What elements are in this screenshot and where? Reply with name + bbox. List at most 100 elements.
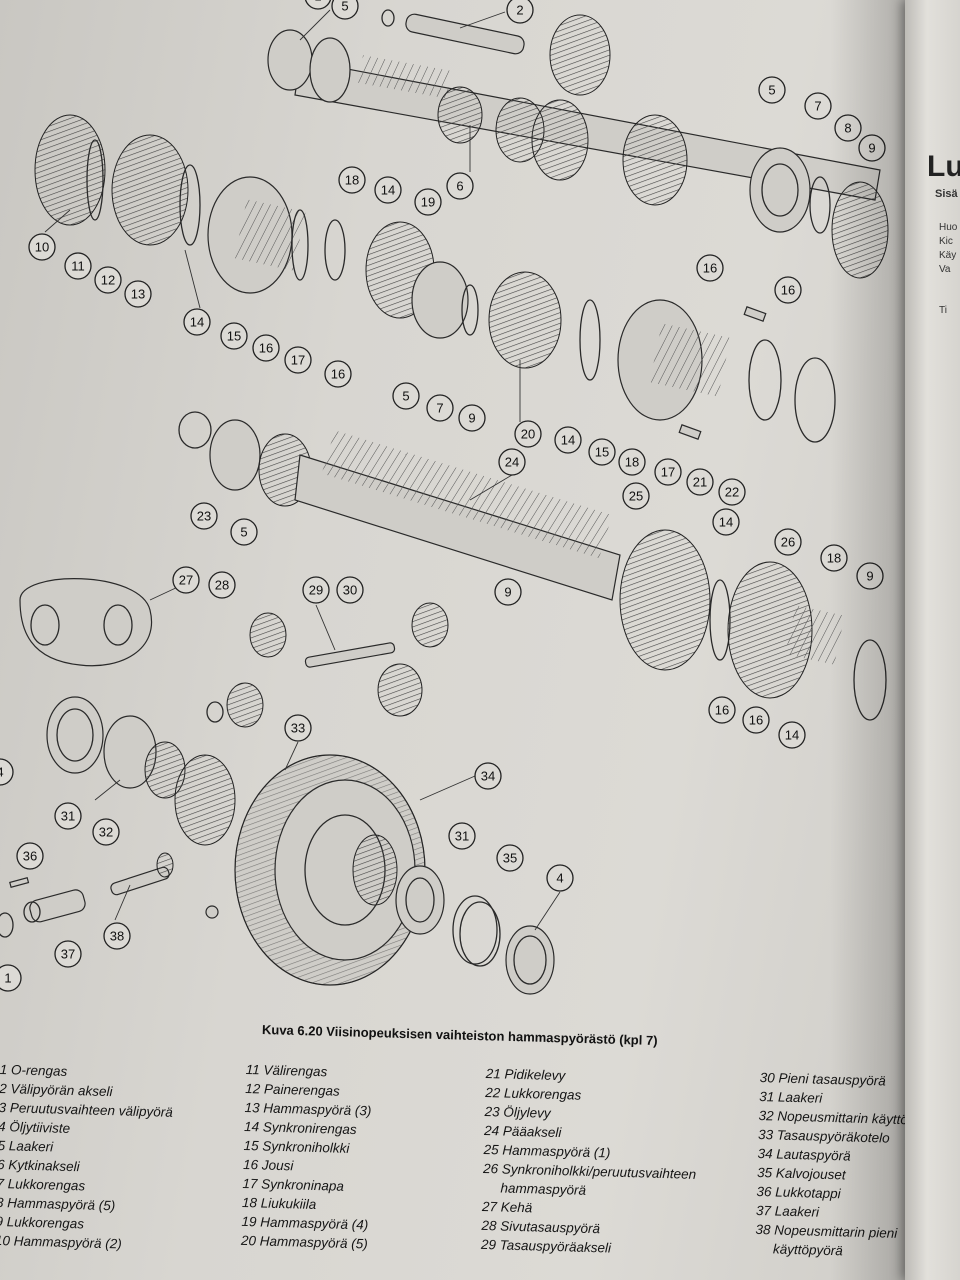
- callout-31-b: 31: [448, 822, 476, 850]
- svg-text:11: 11: [71, 259, 85, 274]
- callout-15-b: 15: [588, 438, 616, 466]
- svg-text:2: 2: [516, 3, 523, 18]
- callout-18-c: 18: [820, 544, 848, 572]
- main-shaft: [178, 411, 887, 721]
- svg-text:29: 29: [309, 583, 323, 598]
- callout-9-a: 9: [858, 134, 886, 162]
- svg-text:19: 19: [421, 195, 435, 210]
- svg-text:9: 9: [504, 585, 511, 600]
- svg-text:28: 28: [215, 578, 229, 593]
- callout-18-b: 18: [618, 448, 646, 476]
- svg-text:4: 4: [556, 871, 563, 886]
- svg-text:26: 26: [781, 535, 795, 550]
- callout-4-left: 4: [0, 758, 14, 786]
- svg-text:34: 34: [481, 769, 495, 784]
- callout-11: 11: [64, 252, 92, 280]
- next-page-edge: Lu Sisä Huo Kic Käy Va Ti: [905, 0, 960, 1280]
- callout-16-a: 16: [252, 334, 280, 362]
- svg-text:17: 17: [661, 465, 675, 480]
- svg-text:15: 15: [227, 329, 241, 344]
- callout-31-a: 31: [54, 802, 82, 830]
- svg-text:16: 16: [331, 367, 345, 382]
- differential-parts: [19, 578, 449, 728]
- legend-item: 20 Hammaspyörä (5): [240, 1232, 368, 1252]
- leader-lines: [44, 9, 561, 931]
- callout-5-c: 5: [392, 382, 420, 410]
- callout-26: 26: [774, 528, 802, 556]
- svg-text:14: 14: [719, 515, 733, 530]
- svg-text:16: 16: [781, 283, 795, 298]
- callout-17-a: 17: [284, 346, 312, 374]
- svg-text:7: 7: [436, 401, 443, 416]
- second-third-gear-stack: [34, 114, 346, 294]
- svg-text:37: 37: [61, 947, 75, 962]
- next-page-subtitle: Sisä: [935, 188, 958, 200]
- svg-text:9: 9: [868, 141, 875, 156]
- callout-14-b: 14: [374, 176, 402, 204]
- svg-text:6: 6: [456, 179, 463, 194]
- callout-16-d: 16: [774, 276, 802, 304]
- callout-36: 36: [16, 842, 44, 870]
- svg-text:14: 14: [785, 728, 799, 743]
- differential-housing: [0, 696, 555, 995]
- callout-14-d: 14: [712, 508, 740, 536]
- callout-14-a: 14: [183, 308, 211, 336]
- svg-text:36: 36: [23, 849, 37, 864]
- callouts: 1 2 5 5 7 8 9 6 10 11 12 13 14 15 16 17 …: [0, 0, 886, 992]
- svg-text:9: 9: [866, 569, 873, 584]
- svg-text:31: 31: [455, 829, 469, 844]
- svg-text:5: 5: [341, 0, 348, 14]
- svg-text:32: 32: [99, 825, 113, 840]
- svg-text:16: 16: [259, 341, 273, 356]
- svg-text:25: 25: [629, 489, 643, 504]
- legend-column-3: 21 Pidikelevy 22 Lukkorengas 23 Öljylevy…: [481, 1064, 699, 1260]
- fourth-fifth-gear-stack: [365, 221, 836, 443]
- svg-text:15: 15: [595, 445, 609, 460]
- callout-9-b: 9: [458, 404, 486, 432]
- callout-14-e: 14: [778, 721, 806, 749]
- callout-28: 28: [208, 571, 236, 599]
- callout-7-b: 7: [426, 394, 454, 422]
- callout-15-a: 15: [220, 322, 248, 350]
- callout-6: 6: [446, 172, 474, 200]
- svg-text:16: 16: [749, 713, 763, 728]
- svg-text:16: 16: [703, 261, 717, 276]
- svg-text:8: 8: [844, 121, 851, 136]
- svg-text:1: 1: [314, 0, 321, 4]
- svg-text:23: 23: [197, 509, 211, 524]
- callout-27: 27: [172, 566, 200, 594]
- callout-8: 8: [834, 114, 862, 142]
- callout-25: 25: [622, 482, 650, 510]
- callout-2: 2: [506, 0, 534, 24]
- callout-12: 12: [94, 266, 122, 294]
- reverse-idler-shaft: [381, 9, 611, 96]
- callout-35: 35: [496, 844, 524, 872]
- next-page-line: Ti: [939, 305, 947, 316]
- callout-23: 23: [190, 502, 218, 530]
- legend-column-1: 1 O-rengas 2 Välipyörän akseli 3 Peruutu…: [0, 1060, 174, 1255]
- svg-text:20: 20: [521, 427, 535, 442]
- svg-text:35: 35: [503, 851, 517, 866]
- figure-caption: Kuva 6.20 Viisinopeuksisen vaihteiston h…: [261, 1022, 658, 1049]
- callout-33: 33: [284, 714, 312, 742]
- svg-text:14: 14: [381, 183, 395, 198]
- svg-text:14: 14: [561, 433, 575, 448]
- svg-text:27: 27: [179, 573, 193, 588]
- callout-17-b: 17: [654, 458, 682, 486]
- legend-item: 10 Hammaspyörä (2): [0, 1232, 122, 1252]
- svg-text:24: 24: [505, 455, 519, 470]
- callout-5-a: 5: [331, 0, 359, 20]
- callout-24: 24: [498, 448, 526, 476]
- callout-29: 29: [302, 576, 330, 604]
- callout-16-e: 16: [708, 696, 736, 724]
- callout-7-a: 7: [804, 92, 832, 120]
- callout-30: 30: [336, 576, 364, 604]
- svg-text:13: 13: [131, 287, 145, 302]
- svg-text:16: 16: [715, 703, 729, 718]
- svg-text:4: 4: [0, 765, 4, 780]
- callout-34: 34: [474, 762, 502, 790]
- svg-text:21: 21: [693, 475, 707, 490]
- callout-4-right: 4: [546, 864, 574, 892]
- svg-text:9: 9: [468, 411, 475, 426]
- svg-text:5: 5: [768, 83, 775, 98]
